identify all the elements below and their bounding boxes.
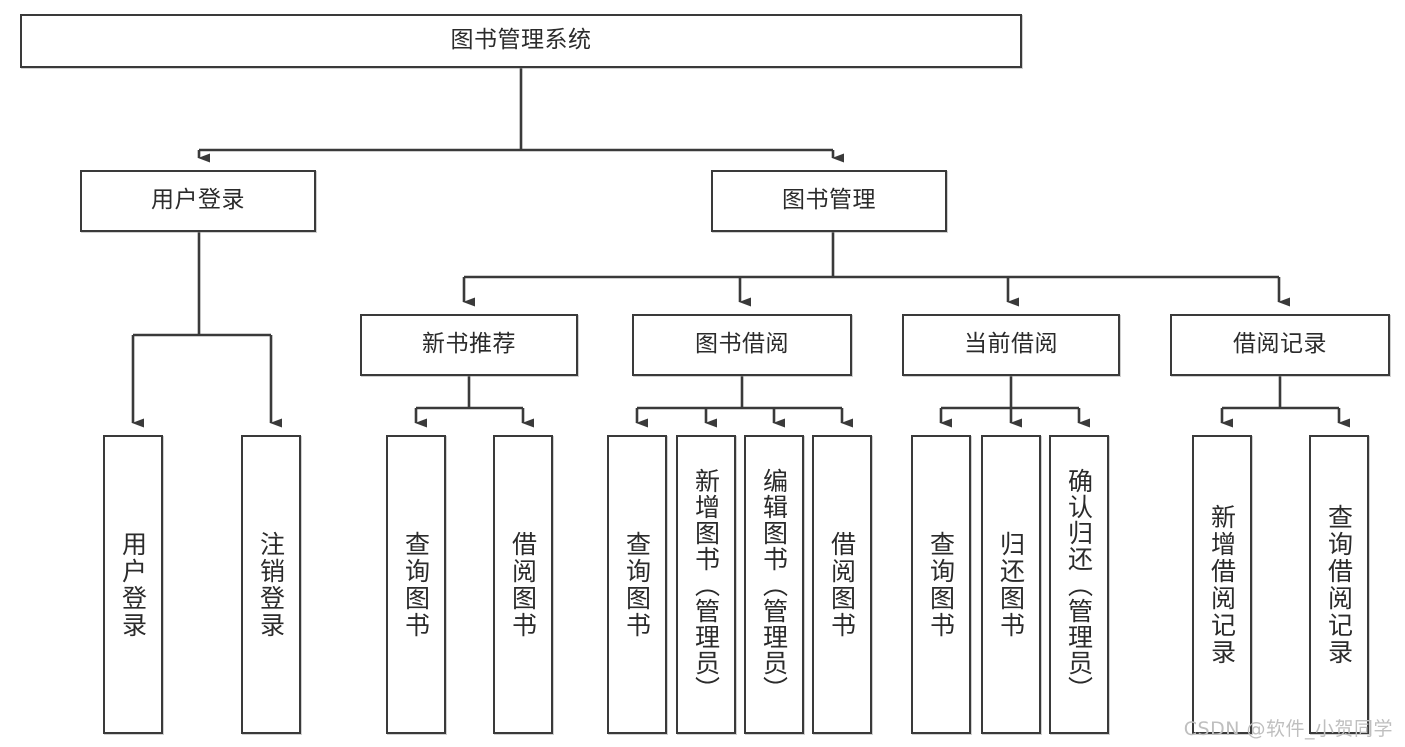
node-label: 新增借阅记录 [1207,503,1237,666]
node-label: 确认归还（管理员） [1064,467,1094,702]
watermark-text: CSDN @软件_小贺同学 [1183,718,1393,740]
node-label: 归还图书 [996,530,1026,639]
node-label: 借阅图书 [508,530,538,639]
node-label: 用户登录 [118,530,148,639]
node-label: 用户登录 [151,187,245,214]
leaf-current-borrow-return-books[interactable]: 归还图书 [981,435,1041,734]
node-label: 借阅记录 [1233,331,1327,358]
node-label: 图书管理系统 [450,27,592,54]
node-label: 新增图书（管理员） [691,467,721,702]
leaf-user-login-login[interactable]: 用户登录 [103,435,163,734]
node-label: 注销登录 [256,530,286,639]
leaf-new-book-query-books[interactable]: 查询图书 [386,435,446,734]
leaf-user-login-logout[interactable]: 注销登录 [241,435,301,734]
leaf-current-borrow-confirm-return-admin[interactable]: 确认归还（管理员） [1049,435,1109,734]
node-label: 查询图书 [401,530,431,639]
node-book-management[interactable]: 图书管理 [711,170,947,232]
leaf-current-borrow-query-books[interactable]: 查询图书 [911,435,971,734]
node-label: 借阅图书 [827,530,857,639]
node-label: 当前借阅 [964,331,1058,358]
node-label: 查询图书 [926,530,956,639]
leaf-borrow-record-query-record[interactable]: 查询借阅记录 [1309,435,1369,734]
node-label: 查询借阅记录 [1324,503,1354,666]
node-new-book-recommend[interactable]: 新书推荐 [360,314,578,376]
leaf-book-borrow-add-book-admin[interactable]: 新增图书（管理员） [676,435,736,734]
leaf-book-borrow-edit-book-admin[interactable]: 编辑图书（管理员） [744,435,804,734]
node-book-borrow[interactable]: 图书借阅 [632,314,852,376]
node-label: 查询图书 [622,530,652,639]
node-label: 图书借阅 [695,331,789,358]
node-user-login[interactable]: 用户登录 [80,170,316,232]
node-label: 编辑图书（管理员） [759,467,789,702]
node-label: 新书推荐 [422,331,516,358]
node-label: 图书管理 [782,187,876,214]
node-borrow-record[interactable]: 借阅记录 [1170,314,1390,376]
node-current-borrow[interactable]: 当前借阅 [902,314,1120,376]
leaf-new-book-borrow-books[interactable]: 借阅图书 [493,435,553,734]
leaf-borrow-record-add-record[interactable]: 新增借阅记录 [1192,435,1252,734]
leaf-book-borrow-borrow-books[interactable]: 借阅图书 [812,435,872,734]
node-root-book-management-system[interactable]: 图书管理系统 [20,14,1022,68]
leaf-book-borrow-query-books[interactable]: 查询图书 [607,435,667,734]
